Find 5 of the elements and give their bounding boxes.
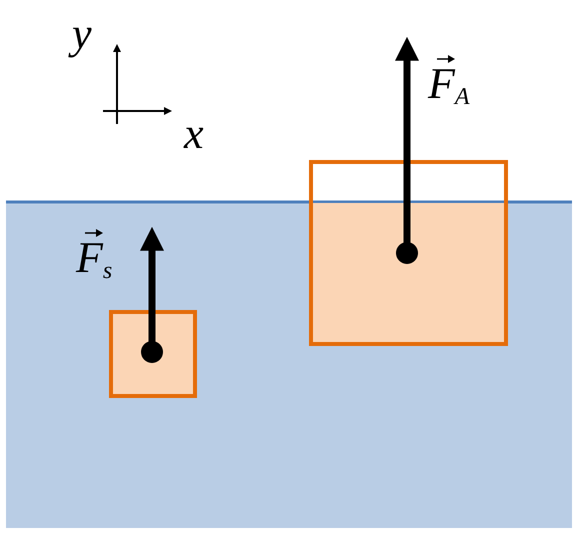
floating-block	[309, 160, 508, 346]
axis-label: x	[184, 112, 204, 156]
force-label: F$_{s}$	[76, 236, 112, 283]
submerged-block	[109, 310, 197, 398]
force-label: F$_{A}$	[428, 62, 470, 109]
